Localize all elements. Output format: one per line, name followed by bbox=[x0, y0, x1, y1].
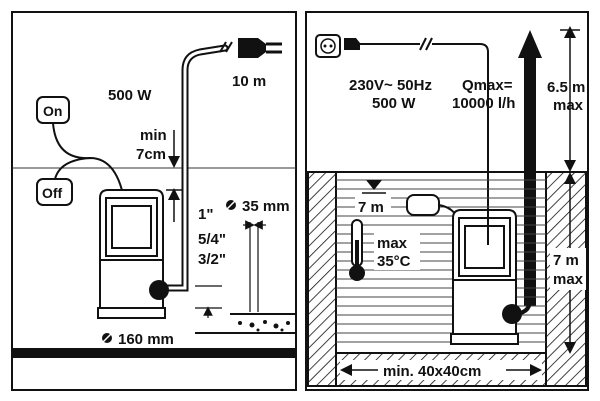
min-level-arrows bbox=[166, 130, 182, 222]
head-suffix: max bbox=[553, 97, 584, 114]
float-switch-icon: On Off bbox=[36, 96, 126, 206]
head-value: 6.5 m bbox=[547, 79, 585, 96]
ground-slab bbox=[12, 348, 296, 358]
diameter-icon bbox=[224, 198, 238, 212]
particle-gap-arrows bbox=[243, 220, 266, 312]
temperature-value: 35°C bbox=[377, 253, 411, 270]
right-panel: 230V~ 50Hz 500 W Qmax= 10000 l/h 6.5 m m… bbox=[305, 11, 589, 391]
particle-size-label: 35 mm bbox=[242, 198, 290, 215]
head-dimension bbox=[560, 26, 580, 172]
shaft-width-label: min. 40x40cm bbox=[383, 363, 481, 380]
min-level-value: 7cm bbox=[136, 146, 166, 163]
shaft-wall-left bbox=[307, 171, 337, 387]
pump-diameter-label: 160 mm bbox=[118, 331, 174, 348]
left-power-label: 500 W bbox=[108, 87, 152, 104]
bottom-clearance-arrows bbox=[195, 285, 222, 318]
outlet-size-2: 5/4" bbox=[198, 231, 226, 248]
supply-cable bbox=[360, 43, 489, 240]
right-panel-frame bbox=[305, 11, 589, 391]
pump-icon bbox=[97, 189, 169, 319]
submersion-depth-label: 7 m bbox=[358, 199, 384, 216]
pump-outlet-connection bbox=[511, 299, 532, 316]
switch-off-label: Off bbox=[42, 185, 63, 201]
flow-label: Qmax= bbox=[462, 77, 513, 94]
cable-length-label: 10 m bbox=[232, 73, 266, 90]
sediment-particles bbox=[238, 320, 290, 332]
switch-off-box bbox=[36, 178, 73, 206]
shaft-width-dimension bbox=[340, 360, 542, 380]
thermometer-icon bbox=[349, 219, 365, 281]
depth-value: 7 m bbox=[553, 252, 579, 269]
power-plug-icon bbox=[219, 38, 282, 58]
water-level-icon bbox=[362, 180, 386, 194]
pump-icon bbox=[450, 209, 522, 345]
min-level-label: min bbox=[140, 127, 167, 144]
supply-voltage-label: 230V~ 50Hz bbox=[349, 77, 432, 94]
outlet-size-3: 3/2" bbox=[198, 251, 226, 268]
outlet-size-1: 1" bbox=[198, 206, 213, 223]
wall-socket-icon bbox=[315, 34, 360, 58]
diameter-icon bbox=[100, 331, 114, 345]
depth-suffix: max bbox=[553, 271, 584, 288]
flow-value: 10000 l/h bbox=[452, 95, 515, 112]
temperature-label: max bbox=[377, 235, 408, 252]
switch-on-label: On bbox=[43, 103, 62, 119]
left-panel: 10 m 500 W On Off min 7cm 1 bbox=[11, 11, 297, 391]
right-power-label: 500 W bbox=[372, 95, 416, 112]
